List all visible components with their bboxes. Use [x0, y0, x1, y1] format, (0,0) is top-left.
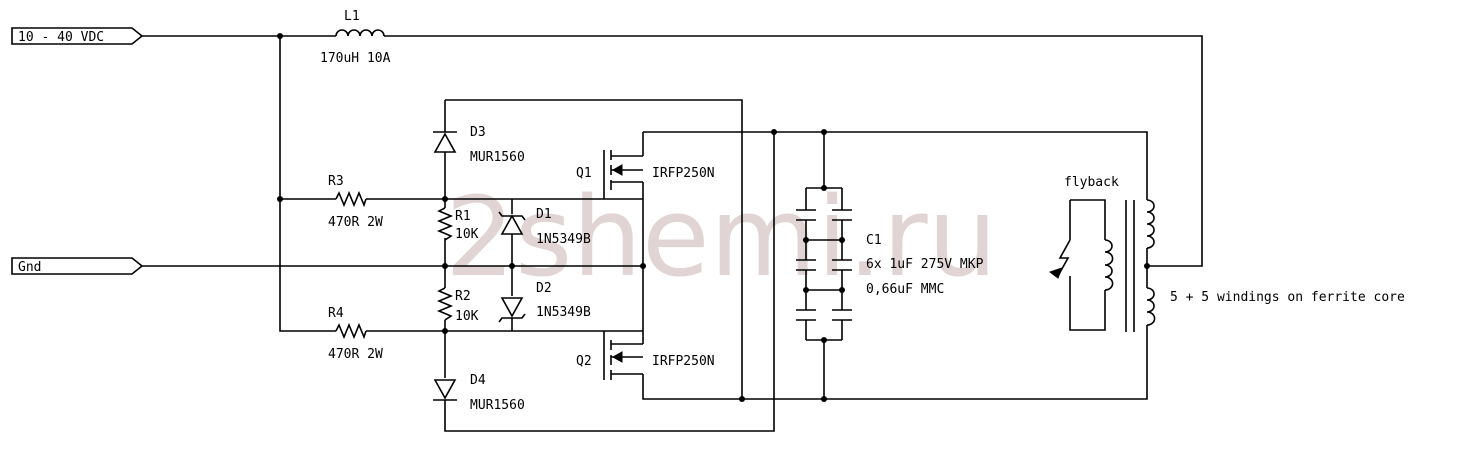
C1-ref: C1 — [866, 233, 882, 248]
L1-value: 170uH 10A — [320, 51, 391, 66]
wires — [142, 35, 1203, 432]
diode-D3: D3 MUR1560 — [433, 125, 525, 165]
D2-ref: D2 — [536, 281, 552, 296]
resistor-R4: R4 470R 2W — [328, 306, 383, 362]
resistor-R2: R2 10K — [436, 287, 479, 324]
Q1-ref: Q1 — [576, 166, 592, 181]
L1-ref: L1 — [344, 9, 360, 24]
R3-value: 470R 2W — [328, 215, 383, 230]
R2-value: 10K — [455, 309, 479, 324]
mosfet-Q2: Q2 IRFP250N — [576, 331, 715, 380]
flyback-transformer: flyback 5 + 5 windings on ferrite core — [1048, 175, 1405, 332]
zener-D2: D2 1N5349B — [498, 281, 591, 323]
junctions — [277, 33, 1150, 402]
D3-ref: D3 — [470, 125, 486, 140]
vin-port: 10 - 40 VDC — [11, 27, 144, 45]
D3-value: MUR1560 — [470, 150, 525, 165]
Q1-value: IRFP250N — [652, 166, 715, 181]
transformer-label: flyback — [1064, 175, 1119, 190]
Q2-ref: Q2 — [576, 354, 592, 369]
resistor-R1: R1 10K — [436, 207, 479, 242]
R1-value: 10K — [455, 227, 479, 242]
gnd-port: Gnd — [11, 257, 144, 275]
capacitor-bank-C1: C1 6x 1uF 275V MKP 0,66uF MMC — [796, 209, 984, 321]
C1-value-line1: 6x 1uF 275V MKP — [866, 257, 984, 272]
D4-ref: D4 — [470, 373, 486, 388]
D2-value: 1N5349B — [536, 305, 591, 320]
Q2-value: IRFP250N — [652, 354, 715, 369]
R3-ref: R3 — [328, 174, 344, 189]
D1-ref: D1 — [536, 207, 552, 222]
inductor-L1: L1 170uH 10A — [320, 9, 391, 66]
R4-value: 470R 2W — [328, 347, 383, 362]
D4-value: MUR1560 — [470, 398, 525, 413]
diode-D4: D4 MUR1560 — [433, 373, 525, 413]
watermark: 2shemi.ru — [445, 173, 997, 301]
transformer-note: 5 + 5 windings on ferrite core — [1170, 290, 1405, 305]
C1-value-line2: 0,66uF MMC — [866, 282, 944, 297]
R1-ref: R1 — [455, 209, 471, 224]
R2-ref: R2 — [455, 289, 471, 304]
R4-ref: R4 — [328, 306, 344, 321]
resistor-R3: R3 470R 2W — [328, 174, 383, 230]
mosfet-Q1: Q1 IRFP250N — [576, 150, 715, 199]
gnd-port-label: Gnd — [18, 260, 41, 275]
D1-value: 1N5349B — [536, 232, 591, 247]
zener-D1: D1 1N5349B — [498, 207, 591, 247]
vin-port-label: 10 - 40 VDC — [18, 30, 104, 45]
